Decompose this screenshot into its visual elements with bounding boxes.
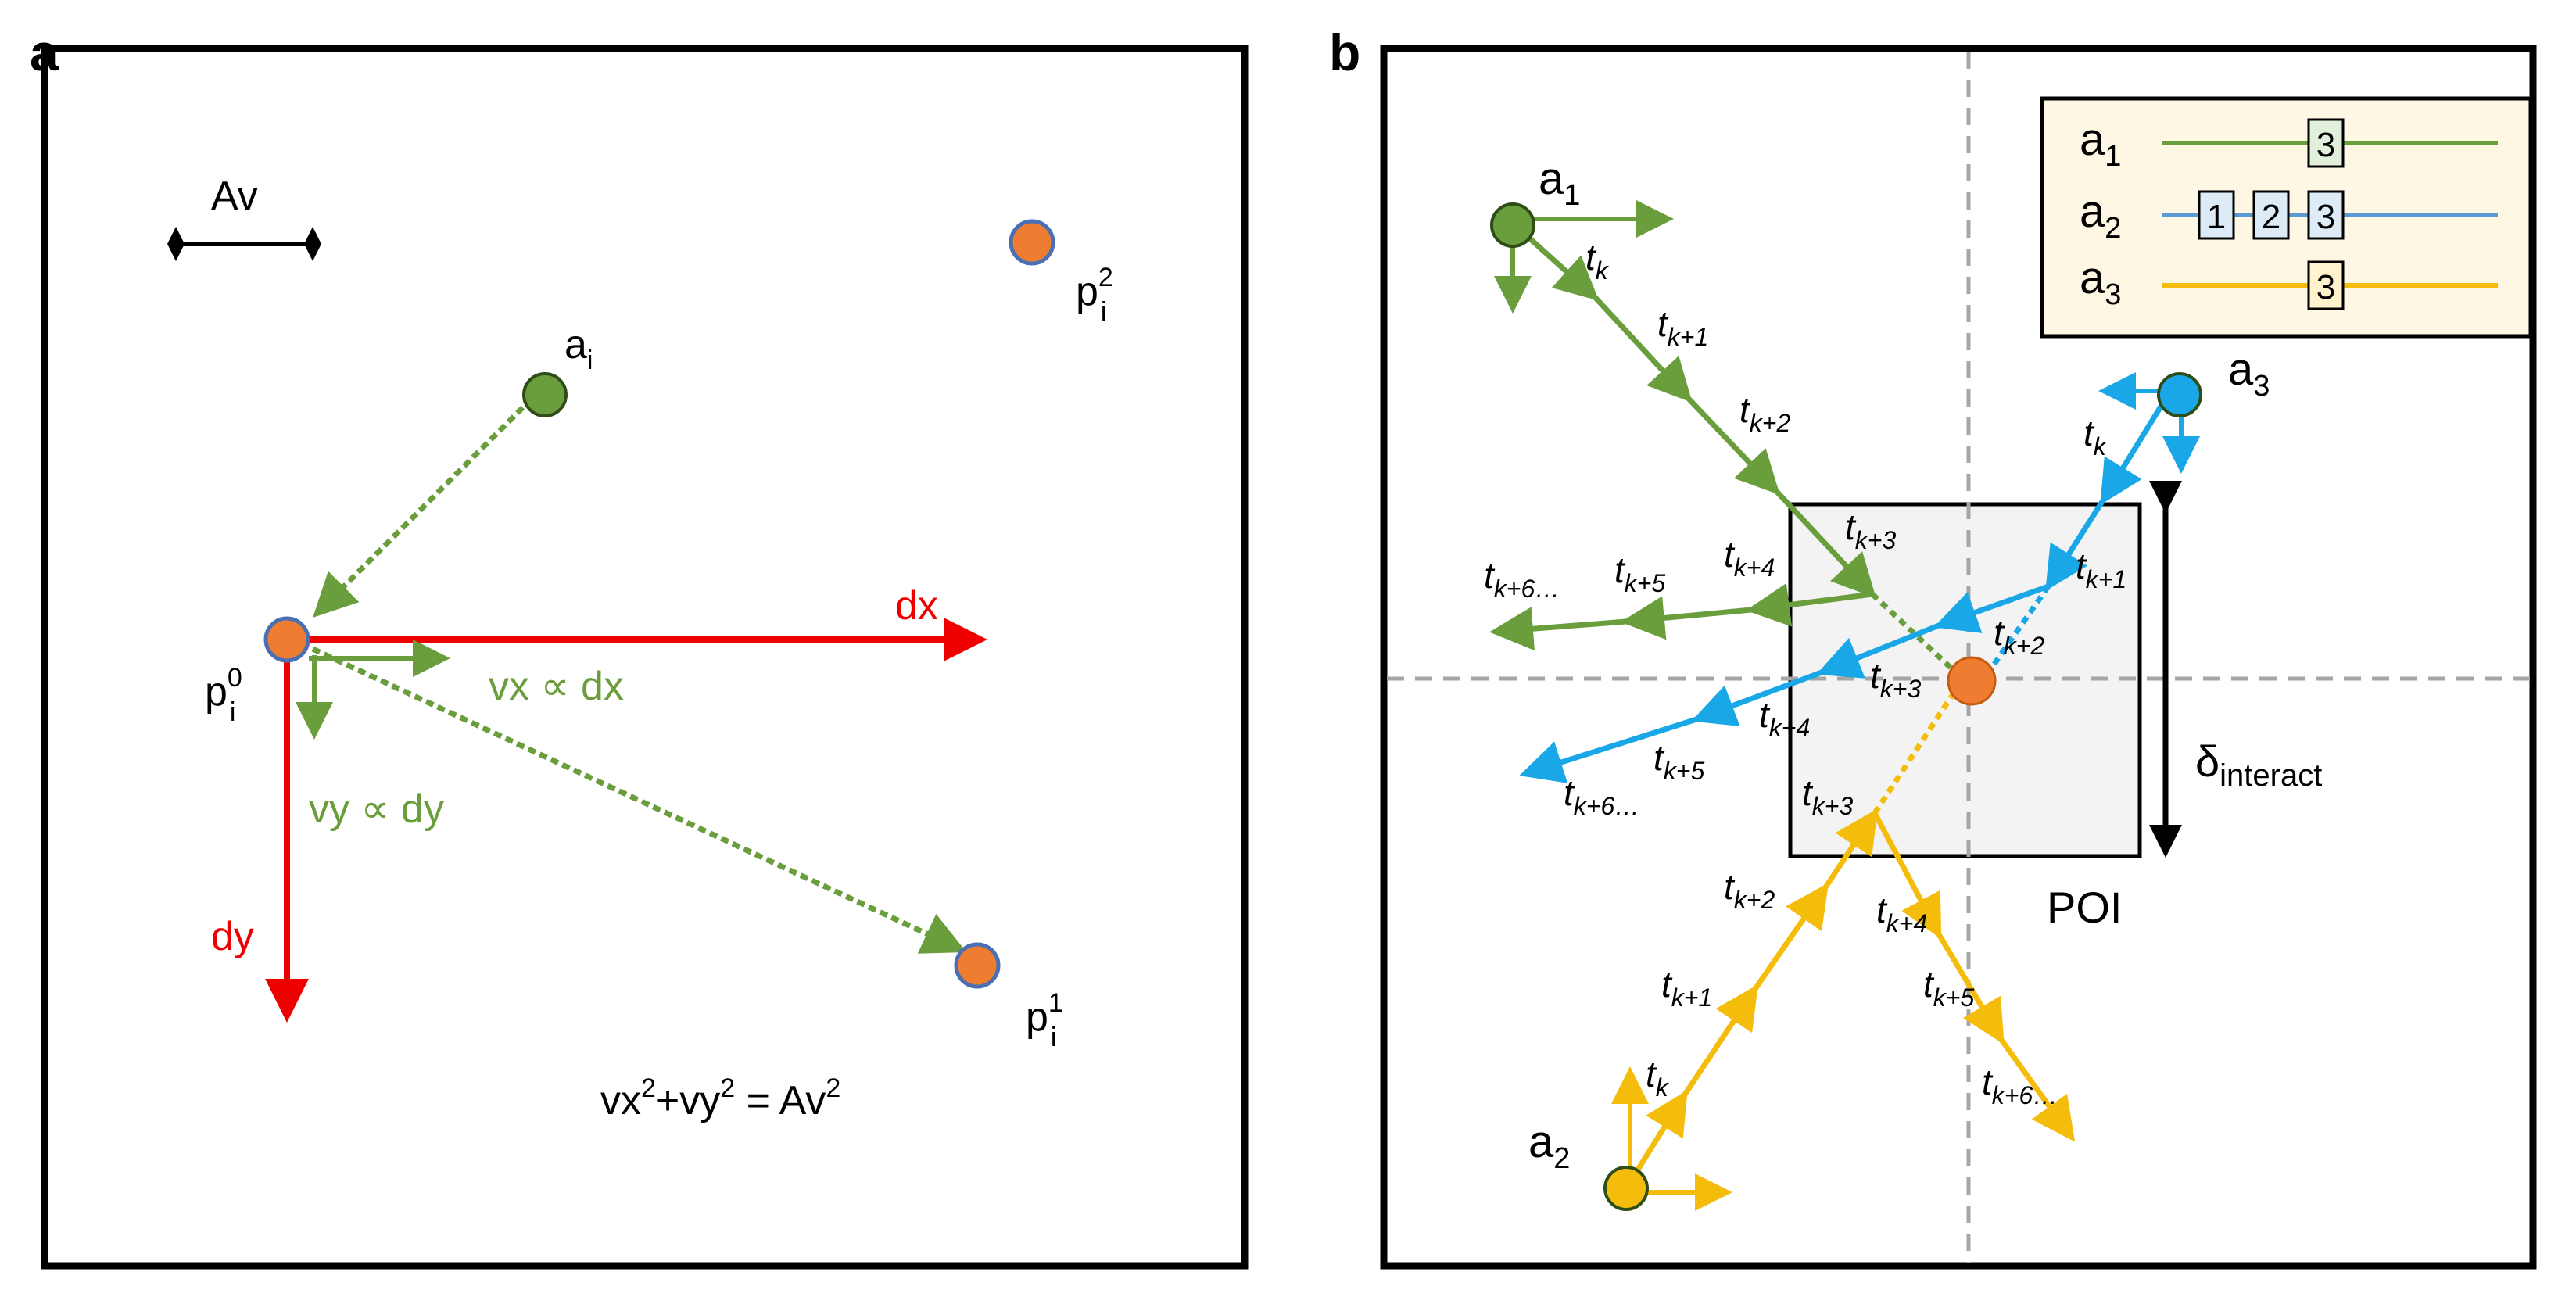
dy-label: dy [211,914,254,959]
a3-time-labels: tk tk+1 tk+2 tk+3 tk+4 tk+5 tk+6… [1564,413,2126,820]
av-right-tip-icon [304,227,321,261]
a3-label: a3 [2228,344,2270,403]
svg-text:tk+2: tk+2 [1994,612,2044,660]
svg-text:tk+3: tk+3 [1870,655,1921,703]
svg-text:tk+5: tk+5 [1614,550,1665,597]
agent-a2-node [1603,1166,1649,1211]
svg-text:tk: tk [2083,413,2108,460]
delta-interact-label: δinteract [2195,736,2322,793]
poi-label: POI [2047,883,2122,932]
svg-text:tk+6…: tk+6… [1564,772,1639,820]
interaction-legend: a1 3 a2 1 2 3 a3 3 [2040,96,2533,339]
svg-text:tk+4: tk+4 [1724,534,1775,582]
panel-a-frame [41,45,1249,1270]
svg-text:3: 3 [2316,198,2335,236]
svg-text:tk: tk [1646,1054,1670,1102]
av-left-tip-icon [167,227,185,261]
svg-text:tk+2: tk+2 [1739,389,1790,437]
agent-a-i-node [522,372,568,417]
svg-text:tk+1: tk+1 [1657,303,1708,351]
agent-a3-node [2157,372,2202,417]
svg-text:tk+5: tk+5 [1923,964,1974,1012]
agent-a1-node [1490,202,1535,248]
svg-text:1: 1 [2207,198,2226,236]
legend-a3-box-3 [2307,260,2345,310]
dx-label: dx [895,583,938,629]
svg-text:tk+2: tk+2 [1724,866,1775,914]
p0-to-p1-dashed-arrow [311,646,967,954]
a1-time-labels: tk tk+1 tk+2 tk+3 tk+4 tk+5 tk+6… [1484,237,1896,603]
a2-label: a2 [1528,1116,1570,1175]
legend-a1-label: a1 [2080,114,2121,173]
a-i-to-p0-dashed-arrow [313,396,534,618]
vx-label: vx ∝ dx [489,664,624,709]
panel-b: b δinteract POI [1329,23,2537,1270]
agent-a3-trajectory [1519,372,2200,783]
svg-text:2: 2 [2262,198,2280,236]
panel-b-frame [1380,45,2537,1270]
vy-label: vy ∝ dy [309,786,444,832]
a-i-label: ai [564,322,593,375]
poi-target-node [1947,656,1997,706]
svg-text:tk+6…: tk+6… [1982,1062,2058,1109]
svg-text:3: 3 [2316,126,2335,164]
legend-a1-box-3 [2307,118,2345,168]
velocity-equation: vx2+vy2 = Av2 [600,1073,840,1123]
poi-p2-node [1009,219,1055,266]
legend-a2-box-3 [2307,190,2345,240]
agent-a2-trajectory [1611,690,2076,1211]
svg-text:tk+1: tk+1 [1661,964,1712,1012]
poi-p1-node [954,942,1001,989]
svg-text:tk+1: tk+1 [2076,546,2126,593]
legend-a3-label: a3 [2080,253,2121,311]
svg-text:tk: tk [1585,237,1610,285]
svg-text:tk+4: tk+4 [1876,890,1927,937]
panel-b-letter: b [1329,23,1360,81]
av-scale: Av [167,174,321,261]
legend-a2-label: a2 [2080,186,2121,245]
legend-a2-box-1 [2198,190,2235,240]
svg-text:tk+3: tk+3 [1802,772,1853,820]
svg-text:tk+4: tk+4 [1759,694,1810,742]
svg-text:tk+5: tk+5 [1653,737,1704,785]
av-label: Av [211,174,258,219]
svg-text:tk+6…: tk+6… [1484,555,1560,603]
a2-time-labels: tk tk+1 tk+2 tk+3 tk+4 tk+5 tk+6… [1646,772,2058,1109]
legend-a2-box-2 [2252,190,2290,240]
a1-label: a1 [1539,153,1580,212]
poi-p0-node [263,616,310,663]
svg-text:3: 3 [2316,268,2335,306]
svg-text:tk+3: tk+3 [1845,507,1896,554]
